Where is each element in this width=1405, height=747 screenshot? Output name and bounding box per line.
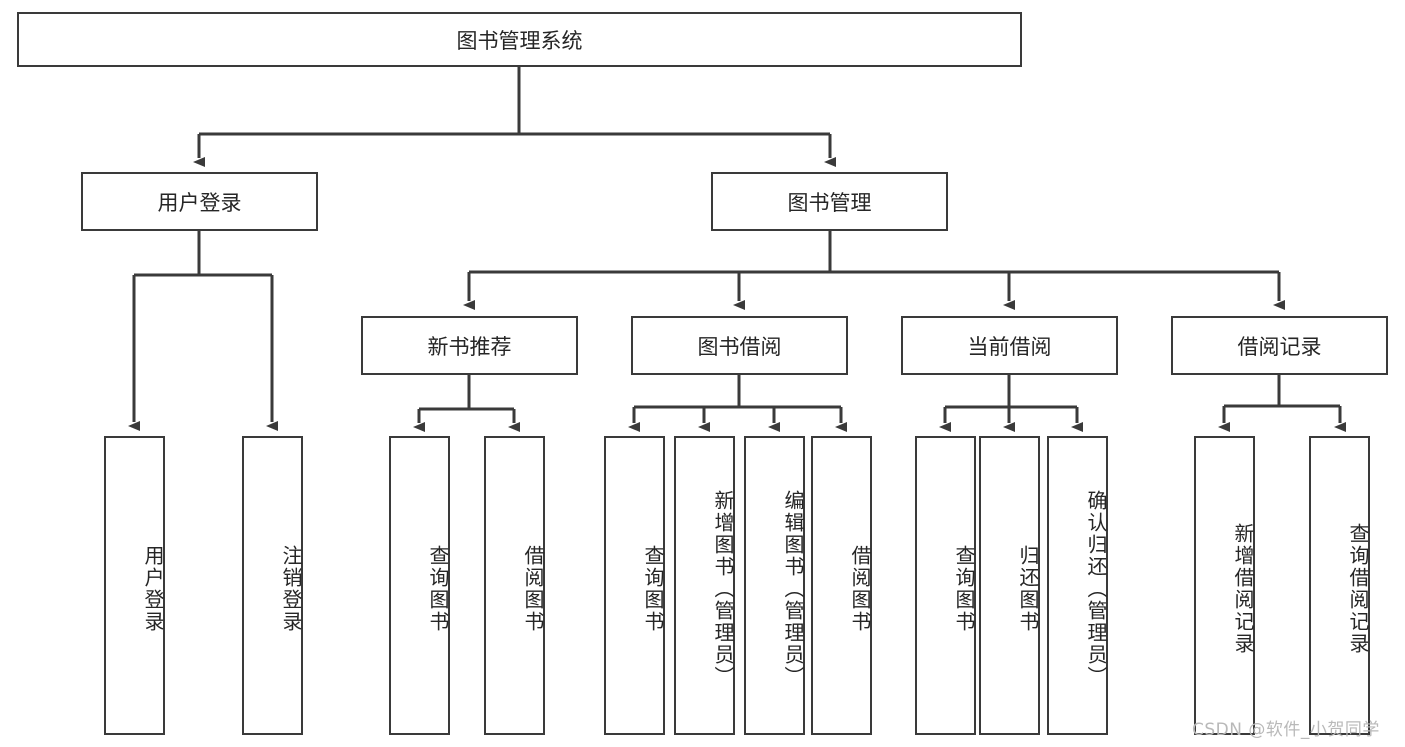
leaf-book-borrow-edit-book-admin[interactable]: 编辑图书（管理员）	[744, 436, 805, 735]
node-label: 图书管理	[787, 190, 872, 215]
node-current-borrow[interactable]: 当前借阅	[901, 316, 1118, 375]
node-book-borrow[interactable]: 图书借阅	[631, 316, 848, 375]
node-label: 图书管理系统	[456, 28, 583, 53]
leaf-current-borrow-query-book[interactable]: 查询图书	[915, 436, 976, 735]
node-label: 当前借阅	[967, 334, 1052, 359]
node-label: 查询图书	[952, 544, 976, 633]
node-label: 借阅记录	[1237, 334, 1322, 359]
node-label: 用户登录	[157, 190, 242, 215]
node-label: 查询图书	[426, 544, 450, 633]
node-label: 借阅图书	[848, 544, 872, 633]
node-label: 编辑图书（管理员）	[781, 489, 805, 688]
node-label: 归还图书	[1016, 544, 1040, 633]
node-label: 注销登录	[279, 544, 303, 633]
node-label: 新增借阅记录	[1231, 522, 1255, 655]
node-root-book-management-system[interactable]: 图书管理系统	[17, 12, 1022, 67]
leaf-book-borrow-query-book[interactable]: 查询图书	[604, 436, 665, 735]
node-new-book-recommend[interactable]: 新书推荐	[361, 316, 578, 375]
node-label: 查询图书	[641, 544, 665, 633]
csdn-watermark: CSDN @软件_小贺同学	[1192, 720, 1380, 740]
leaf-borrow-record-query-record[interactable]: 查询借阅记录	[1309, 436, 1370, 735]
node-label: 查询借阅记录	[1346, 522, 1370, 655]
leaf-book-borrow-add-book-admin[interactable]: 新增图书（管理员）	[674, 436, 735, 735]
leaf-new-book-borrow-book[interactable]: 借阅图书	[484, 436, 545, 735]
leaf-user-login-logout[interactable]: 注销登录	[242, 436, 303, 735]
leaf-book-borrow-borrow-book[interactable]: 借阅图书	[811, 436, 872, 735]
leaf-new-book-query-book[interactable]: 查询图书	[389, 436, 450, 735]
node-label: 用户登录	[141, 544, 165, 633]
node-borrow-record[interactable]: 借阅记录	[1171, 316, 1388, 375]
node-label: 新增图书（管理员）	[711, 489, 735, 688]
node-book-management[interactable]: 图书管理	[711, 172, 948, 231]
node-label: 图书借阅	[697, 334, 782, 359]
leaf-borrow-record-add-record[interactable]: 新增借阅记录	[1194, 436, 1255, 735]
node-label: 借阅图书	[521, 544, 545, 633]
node-label: 确认归还（管理员）	[1084, 489, 1108, 688]
node-label: 新书推荐	[427, 334, 512, 359]
leaf-user-login-login[interactable]: 用户登录	[104, 436, 165, 735]
leaf-current-borrow-return-book[interactable]: 归还图书	[979, 436, 1040, 735]
node-user-login[interactable]: 用户登录	[81, 172, 318, 231]
leaf-current-borrow-confirm-return-admin[interactable]: 确认归还（管理员）	[1047, 436, 1108, 735]
